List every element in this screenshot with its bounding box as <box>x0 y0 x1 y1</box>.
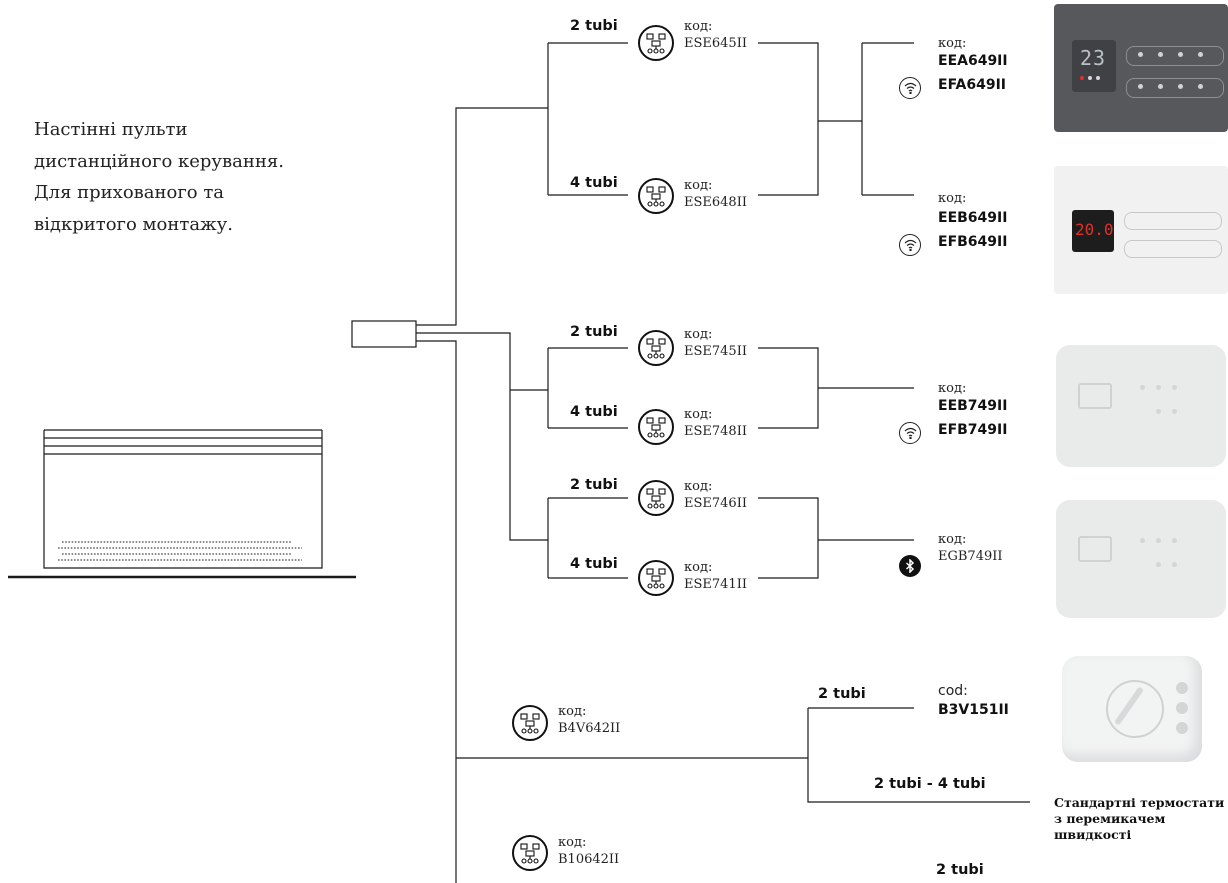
controller-code: EFA649II <box>938 75 1006 95</box>
tubi-label: 2 tubi <box>570 477 618 493</box>
code-b4v: код:B4V642II <box>558 703 620 737</box>
wiring-scheme-icon <box>638 480 674 516</box>
wiring-scheme-icon <box>512 705 548 741</box>
code-ese741: код:ESE741II <box>684 559 747 593</box>
wiring-scheme-icon <box>638 330 674 366</box>
kod-label: код: <box>938 35 966 52</box>
display-value: 23 <box>1080 46 1106 70</box>
controller-code: EEB749II <box>938 396 1007 416</box>
wifi-icon <box>899 422 921 444</box>
display: 23 <box>1072 40 1116 92</box>
caption-line-1: Стандартні термостати <box>1054 795 1224 811</box>
trunk-1 <box>416 108 548 325</box>
wiring-scheme-icon <box>638 178 674 214</box>
kod-label: код: <box>938 531 966 548</box>
controller-light-panel: 20.0 <box>1054 166 1228 294</box>
g2-bracket <box>758 348 818 428</box>
display: 20.0 <box>1072 210 1114 252</box>
kod-label: код: <box>938 190 966 207</box>
standard-thermostats-caption: Стандартні термостати з перемикачем швид… <box>1054 795 1224 843</box>
controller-code: EFB649II <box>938 232 1007 252</box>
tubi-label: 2 tubi <box>570 324 618 340</box>
controller-code: EGB749II <box>938 548 1003 565</box>
tubi-label: 4 tubi <box>570 556 618 572</box>
thermostat-speed-switch <box>1062 656 1202 762</box>
code-ese745: код:ESE745II <box>684 326 747 360</box>
controller-code: B3V151II <box>938 700 1009 720</box>
fan-coil-unit <box>8 430 356 577</box>
wiring-scheme-icon <box>638 409 674 445</box>
caption-line-3: швидкості <box>1054 827 1224 843</box>
g1-bracket <box>758 43 818 195</box>
wifi-icon <box>899 77 921 99</box>
display-value: 20.0 <box>1075 220 1114 239</box>
caption-line-2: з перемикачем <box>1054 811 1224 827</box>
tubi-label: 2 tubi <box>570 18 618 34</box>
tubi-label: 4 tubi <box>570 175 618 191</box>
junction-box <box>352 321 416 347</box>
controller-white-panel <box>1056 345 1226 467</box>
code-ese648: код:ESE648II <box>684 177 747 211</box>
controller-code: EEB649II <box>938 208 1007 228</box>
tubi-label: 4 tubi <box>570 404 618 420</box>
wifi-icon <box>899 234 921 256</box>
cod-label: cod: <box>938 683 968 700</box>
wiring-scheme-icon <box>638 25 674 61</box>
controller-bluetooth-panel <box>1056 500 1226 618</box>
tubi-label-2-4: 2 tubi - 4 tubi <box>874 776 986 792</box>
code-ese645: код:ESE645II <box>684 18 747 52</box>
trunk-3 <box>416 341 456 883</box>
wiring-scheme-icon <box>638 560 674 596</box>
g3-bracket <box>758 498 818 578</box>
controller-dark-panel: 23 <box>1054 4 1228 132</box>
wiring-scheme-icon <box>512 835 548 871</box>
kod-label: код: <box>938 380 966 397</box>
bluetooth-icon <box>899 555 921 577</box>
controller-code: EEA649II <box>938 51 1008 71</box>
code-b10: код:B10642II <box>558 834 619 868</box>
code-ese748: код:ESE748II <box>684 406 747 440</box>
code-ese746: код:ESE746II <box>684 478 747 512</box>
controller-code: EFB749II <box>938 420 1007 440</box>
tubi-label-bottom: 2 tubi <box>936 862 984 878</box>
tubi-label: 2 tubi <box>818 686 866 702</box>
